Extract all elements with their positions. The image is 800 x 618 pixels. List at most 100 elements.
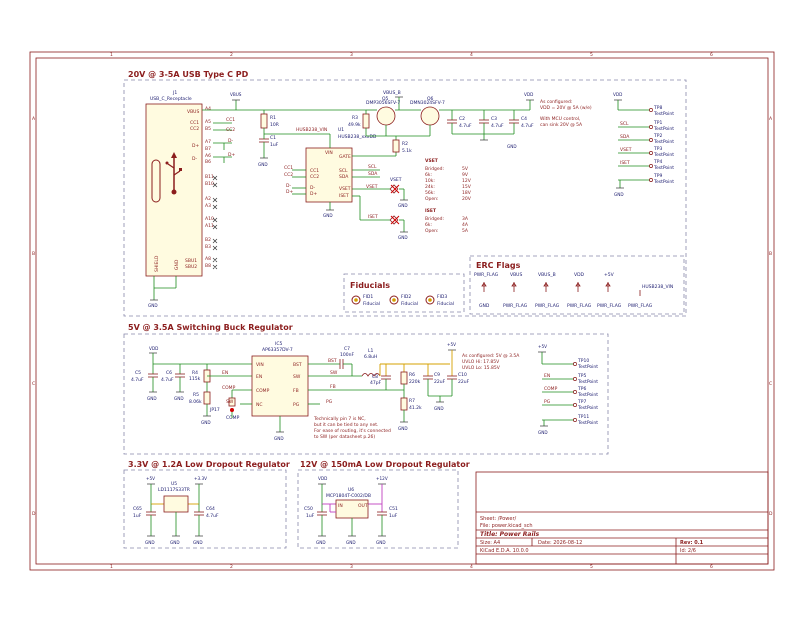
q5-ref: Q5 [382,96,389,102]
tp1-net: SCL [620,121,629,127]
ic5-pin-comp: COMP [256,388,270,394]
erc-net-3: VBUS_B [538,272,556,278]
erc-flags-group: ERC Flags PWR_FLAG VBUS VBUS_B VDD +5V H… [469,255,685,315]
c7-value: 100nF [340,352,354,358]
tp4-ref: TP4 [653,159,662,165]
fid3-label: Fiducial [437,301,454,307]
net-dplus-label: D+ [228,152,235,158]
vset-row-4-k: 24k: [425,184,435,190]
buck-comp-net: COMP [222,385,236,391]
iset-row-1-k: Bridged: [425,216,444,222]
r5-value: 8.06k [189,399,202,405]
fid1-ref: FID1 [363,294,373,300]
c6-value: 4.7uF [161,377,174,383]
buck-tech-note-3: For ease of routing, it's connected [314,428,391,434]
tp10-net: +5V [538,344,547,349]
r1-ref: R1 [270,115,276,121]
vset-row-6-v: 20V [462,196,472,202]
pin-b3: B3 [205,244,211,250]
tb-kicad: KiCad E.D.A. 10.0.0 [480,548,529,554]
fiducials-box [343,273,465,313]
caps-gnd-label: GND [507,144,517,149]
tp4-label: TestPoint [653,165,674,171]
u1-husb238: U1 HUSB238_xxxDD VIN CC1 CC2 D- D+ GATE … [284,127,396,221]
pin-a11: A11 [205,223,214,229]
u6-ref: U6 [348,487,354,493]
j1-pin-cc2: CC2 [190,126,199,132]
u1-dplus-net: D+ [286,189,293,195]
c1-ref: C1 [270,135,276,141]
buck-tech-note-4: to SW (per datasheet p.26) [314,434,375,440]
tp7-label: TestPoint [577,405,598,411]
j1-pin-cc1: CC1 [190,120,199,126]
ic5-value: AP63357DV-7 [262,347,293,353]
u1-pin-vset: VSET [339,186,351,192]
c1-value: 1uF [270,142,279,148]
vset-row-3-k: 10k: [425,178,435,184]
c65-value: 1uF [133,513,142,519]
u1-pin-vin: VIN [325,150,333,156]
vbus-power-label: VBUS [230,92,242,97]
r1-resistor: R1 10R C1 1uF GND HUSB238_VIN [258,110,330,167]
r3-value: 49.9k [348,122,361,128]
tp11-label: TestPoint [577,420,598,426]
iset-row-1-v: 3A [462,216,469,222]
ic5-pin-pg: PG [293,402,300,408]
u5-ref: U5 [171,481,177,487]
r2-ref: R2 [402,141,408,147]
c10-ref: C10 [458,372,467,378]
u1-value: HUSB238_xxxDD [338,134,377,140]
tp8-label: TestPoint [653,111,674,117]
col-1: 1 [110,52,113,58]
c9-c10-gnd-label: GND [434,406,444,411]
pin-b6: B6 [205,159,211,165]
pin-b5: B5 [205,126,211,132]
tp6-net: COMP [544,386,558,392]
tp5-label: TestPoint [577,379,598,385]
c10-value: 22uF [458,379,470,385]
pin-a3: A3 [205,203,211,209]
u1-scl-net: SCL [368,164,377,170]
erc-title: ERC Flags [476,261,521,270]
vdd-label: VDD [524,92,533,97]
net-dminus-label: D- [228,138,233,144]
c50-gnd-label: GND [316,540,326,545]
ldo12-section-title: 12V @ 150mA Low Dropout Regulator [300,460,470,469]
pin-a2: A2 [205,196,211,202]
usb-c-shape [151,159,161,203]
vset-row-2-k: 6k: [425,172,432,178]
tp1-label: TestPoint [653,126,674,132]
tp8-net: VDD [613,92,622,97]
jp-vset-ref: VSET [390,177,402,183]
config-note-2: VDD = 20V @ 5A (w/e) [540,105,592,111]
r7-value: 41.2k [409,405,422,411]
u5-gnd-label: GND [170,540,180,545]
ldo33-in-label: +5V [146,476,155,481]
buck-tech-note-2: but it can be tied to any net. [314,422,378,428]
u1-gnd-label: GND [323,213,333,218]
config-note-4: can sink 20V @ 5A [540,122,583,128]
tp6-label: TestPoint [577,392,598,398]
u1-pin-cc2: CC2 [310,174,319,180]
vset-title: VSET [425,158,439,164]
r5-ref: R5 [193,392,199,398]
pin-a8: A8 [205,256,211,262]
erc-flag-6: PWR_FLAG [628,303,653,309]
vbus-net: VBUS CC1 CC2 D- D+ [202,92,366,163]
ic5-ap63357: IC5 AP63357DV-7 VIN EN COMP NC BST SW FB… [240,341,309,441]
title-block: Sheet: /Power/ File: power.kicad_sch Tit… [475,471,769,565]
iset-row-3-k: Open: [425,228,439,234]
l1-value: 6.8uH [364,354,377,360]
u6-value: MCP1804T-C002/DB [326,493,371,499]
mosfets: VBUS_B Q5 DMP3056SFV-7 Q6 DMN3024SFV-7 R… [348,90,530,156]
ldo12-out-label: +12V [376,476,388,481]
row-c-right: C [769,381,772,387]
erc-box [469,255,685,315]
tp1-ref: TP1 [653,120,662,126]
config-note-3: With MCU control, [540,116,580,122]
fid1-pad-icon [354,298,358,302]
u1-pin-dplus: D+ [310,191,317,197]
u1-cc1-net: CC1 [284,165,293,171]
vset-row-1-v: 5V [462,166,469,172]
erc-net-2: VBUS [510,272,522,278]
